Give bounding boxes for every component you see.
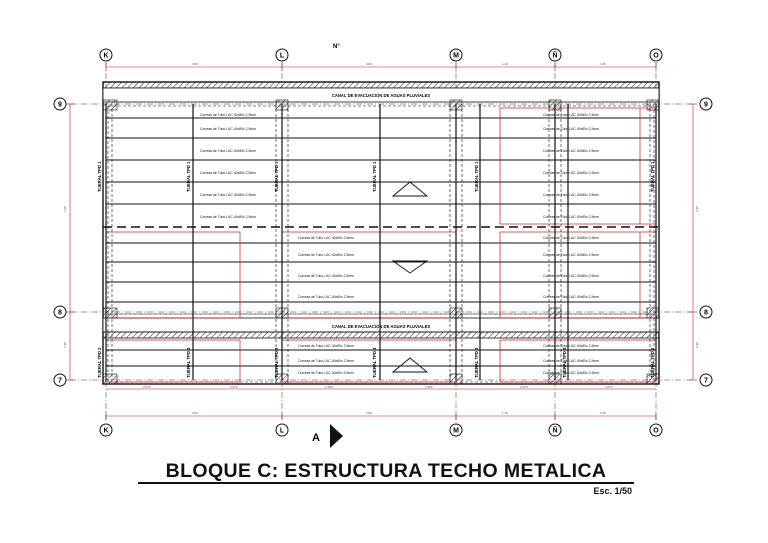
- grid-bubbles-top: [99, 48, 663, 62]
- truss-tag: TIJERAL TPD 2: [650, 347, 655, 378]
- lower-dim-6: 2.670: [605, 385, 613, 389]
- grid-bubbles-rows: [53, 97, 713, 387]
- columns: [102, 99, 660, 385]
- section-marker-label: A: [312, 432, 320, 444]
- side-dimension-lines: [66, 103, 697, 381]
- column-bubble-n: Ñ: [552, 51, 557, 60]
- top-dim-4: 1.35: [600, 62, 606, 66]
- purlins: [106, 117, 656, 367]
- middle-channel-label: CANAL DE EVACUACION DE AGUAS PLUVIALES: [332, 324, 431, 329]
- purlin-label: Correas de Tubo LAC 40x80x 2.5mm: [298, 344, 354, 348]
- truss-tags: TIJERAL TPD 1 TIJERAL TPD 1 TIJERAL TPD …: [97, 161, 655, 378]
- row-bubble-7-right: 7: [704, 378, 708, 385]
- truss-tag: TIJERAL TPD 3: [562, 347, 567, 378]
- truss-tag: TIJERAL TPD 1: [372, 161, 377, 192]
- top-channel-label: CANAL DE EVACUACION DE AGUAS PLUVIALES: [332, 93, 431, 98]
- bottom-dim-2: 3.80: [366, 411, 372, 415]
- row-bubble-9: 9: [58, 102, 62, 109]
- column-bubble-o: O: [653, 53, 659, 60]
- column-bubble-l: L: [280, 53, 285, 60]
- purlin-labels: Correas de Tubo LAC 40x80x 2.5mm Correas…: [200, 113, 599, 375]
- drawing-scale: Esc. 1/50: [593, 486, 632, 496]
- purlin-label: Correas de Tubo LAC 40x80x 2.5mm: [543, 171, 599, 175]
- left-dim-2: 1.90: [63, 342, 67, 348]
- truss-tag: TIJERAL TPD 1: [650, 161, 655, 192]
- dashed-frame: [107, 105, 655, 383]
- row-bubble-7: 7: [58, 378, 62, 385]
- purlin-label: Correas de Tubo LAC 40x80x 2.5mm: [543, 274, 599, 278]
- truss-tag: TIJERAL TPD 1: [186, 161, 191, 192]
- column-bubble-o-bottom: O: [653, 428, 659, 435]
- purlin-label: Correas de Tubo LAC 40x80x 2.5mm: [543, 113, 599, 117]
- purlin-label: Correas de Tubo LAC 40x80x 2.5mm: [543, 253, 599, 257]
- lower-dim-5: 2.470: [520, 385, 528, 389]
- purlin-label: Correas de Tubo LAC 40x80x 2.5mm: [200, 171, 256, 175]
- truss-tag: TIJERAL TPD 3: [274, 347, 279, 378]
- purlin-label: Correas de Tubo LAC 40x80x 2.5mm: [200, 215, 256, 219]
- lower-dim-2: 2.470: [230, 385, 238, 389]
- bottom-dim-1: 3.65: [192, 411, 198, 415]
- purlin-label: Correas de Tubo LAC 40x80x 2.5mm: [298, 295, 354, 299]
- north-mark: N°: [333, 44, 340, 50]
- purlin-label: Correas de Tubo LAC 40x80x 2.5mm: [543, 193, 599, 197]
- purlin-label: Correas de Tubo LAC 40x80x 2.5mm: [200, 193, 256, 197]
- top-dim-2: 3.80: [366, 62, 372, 66]
- purlin-label: Correas de Tubo LAC 40x80x 2.5mm: [543, 149, 599, 153]
- lower-dim-1: 2.670: [143, 385, 151, 389]
- right-dim-1: 4.30: [695, 206, 699, 212]
- column-bubble-m: M: [453, 53, 459, 60]
- truss-tag: TIJERAL TPD 3: [474, 347, 479, 378]
- trusses: [105, 104, 657, 380]
- truss-tag: TIJERAL TPD 3: [186, 347, 191, 378]
- purlin-label: Correas de Tubo LAC 40x80x 2.5mm: [543, 215, 599, 219]
- slope-arrows: [391, 181, 429, 373]
- bottom-dimension-chain: [105, 388, 657, 420]
- purlin-label: Correas de Tubo LAC 40x80x 2.5mm: [200, 149, 256, 153]
- purlin-label: Correas de Tubo LAC 40x80x 2.5mm: [543, 236, 599, 240]
- truss-tag: TIJERAL TPD 3: [372, 347, 377, 378]
- column-bubble-k-bottom: K: [103, 428, 108, 435]
- purlin-label: Correas de Tubo LAC 40x80x 2.5mm: [298, 359, 354, 363]
- column-bubble-l-bottom: L: [280, 428, 285, 435]
- middle-channel: [102, 317, 660, 339]
- purlin-label: Correas de Tubo LAC 40x80x 2.5mm: [298, 371, 354, 375]
- grid-axis-lines: [70, 62, 694, 422]
- left-dim-1: 4.30: [63, 206, 67, 212]
- row-bubble-8-right: 8: [704, 310, 708, 317]
- row-bubble-8: 8: [58, 310, 62, 317]
- lower-dim-4: 2.400: [425, 385, 433, 389]
- purlin-label: Correas de Tubo LAC 40x80x 2.5mm: [200, 127, 256, 131]
- top-dimension-chain: [105, 63, 657, 71]
- grid-bubbles-bottom: [99, 423, 663, 437]
- truss-tag: TIJERAL TPD 1: [474, 161, 479, 192]
- top-dim-3: 1.10: [502, 62, 508, 66]
- column-bubble-m-bottom: M: [453, 428, 459, 435]
- truss-tag: TIJERAL TPD 1: [97, 161, 102, 192]
- truss-tag: TIJERAL TPD 1: [274, 161, 279, 192]
- purlin-label: Correas de Tubo LAC 40x80x 2.5mm: [543, 295, 599, 299]
- top-dim-1: 3.65: [192, 62, 198, 66]
- truss-tag: TIJERAL TPD 2: [97, 347, 102, 378]
- row-bubble-9-right: 9: [704, 102, 708, 109]
- truss-dashed-chords: [111, 104, 651, 380]
- purlin-label: Correas de Tubo LAC 40x80x 2.5mm: [543, 344, 599, 348]
- bottom-dim-4: 1.35: [600, 411, 606, 415]
- purlin-label: Correas de Tubo LAC 40x80x 2.5mm: [543, 371, 599, 375]
- top-channel: [102, 81, 660, 103]
- lower-dim-3: 2.400: [325, 385, 333, 389]
- purlin-label: Correas de Tubo LAC 40x80x 2.5mm: [543, 127, 599, 131]
- purlin-label: Correas de Tubo LAC 40x80x 2.5mm: [298, 253, 354, 257]
- bottom-dim-3: 1.10: [502, 411, 508, 415]
- purlin-label: Correas de Tubo LAC 40x80x 2.5mm: [298, 274, 354, 278]
- section-arrow-icon: [330, 424, 343, 448]
- column-bubble-n-bottom: Ñ: [552, 426, 557, 435]
- purlin-label: Correas de Tubo LAC 40x80x 2.5mm: [200, 113, 256, 117]
- purlin-label: Correas de Tubo LAC 40x80x 2.5mm: [543, 359, 599, 363]
- drawing-title: BLOQUE C: ESTRUCTURA TECHO METALICA: [138, 460, 634, 484]
- purlin-label: Correas de Tubo LAC 40x80x 2.5mm: [298, 236, 354, 240]
- right-dim-2: 1.90: [695, 342, 699, 348]
- column-bubble-k: K: [103, 53, 108, 60]
